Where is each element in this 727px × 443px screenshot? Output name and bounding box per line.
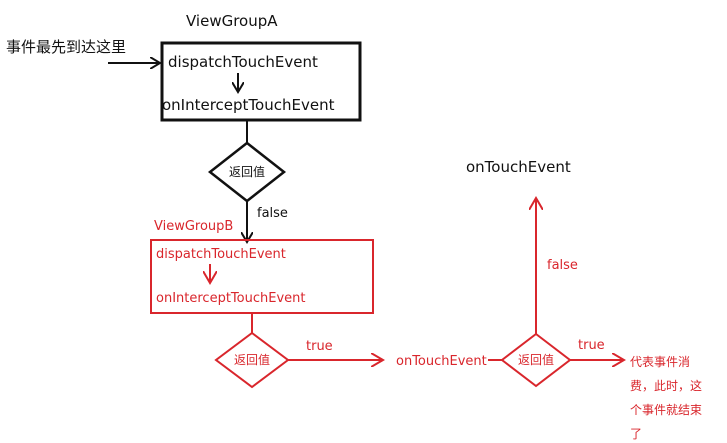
false-label-a: false (257, 206, 288, 221)
false-label-outcome: false (547, 258, 578, 273)
consumed-note-line-1: 代表事件消 (630, 355, 690, 369)
outcome-decision-diamond (500, 332, 572, 388)
true-label-outcome: true (578, 338, 605, 353)
viewgroup-a-box (160, 41, 362, 122)
consumed-note-line-4: 了 (630, 427, 642, 441)
on-touch-event-middle: onTouchEvent (396, 354, 487, 369)
viewgroup-b-intercept: onInterceptTouchEvent (156, 291, 305, 306)
viewgroup-a-intercept: onInterceptTouchEvent (162, 96, 335, 114)
viewgroup-a-dispatch: dispatchTouchEvent (168, 53, 318, 71)
viewgroup-b-decision-label: 返回值 (234, 352, 270, 367)
viewgroup-a-decision-label: 返回值 (229, 164, 265, 179)
viewgroup-b-dispatch: dispatchTouchEvent (156, 247, 286, 262)
entry-label: 事件最先到达这里 (6, 38, 126, 56)
true-label-b: true (306, 339, 333, 354)
outcome-decision-label: 返回值 (518, 352, 554, 367)
viewgroup-b-decision-diamond (214, 331, 290, 389)
viewgroup-b-box (150, 239, 374, 314)
on-touch-event-top: onTouchEvent (466, 158, 571, 176)
viewgroup-a-title: ViewGroupA (186, 12, 278, 30)
consumed-note-line-3: 个事件就结束 (630, 403, 702, 417)
viewgroup-b-title: ViewGroupB (154, 219, 233, 234)
consumed-note-line-2: 费，此时，这 (630, 378, 702, 393)
